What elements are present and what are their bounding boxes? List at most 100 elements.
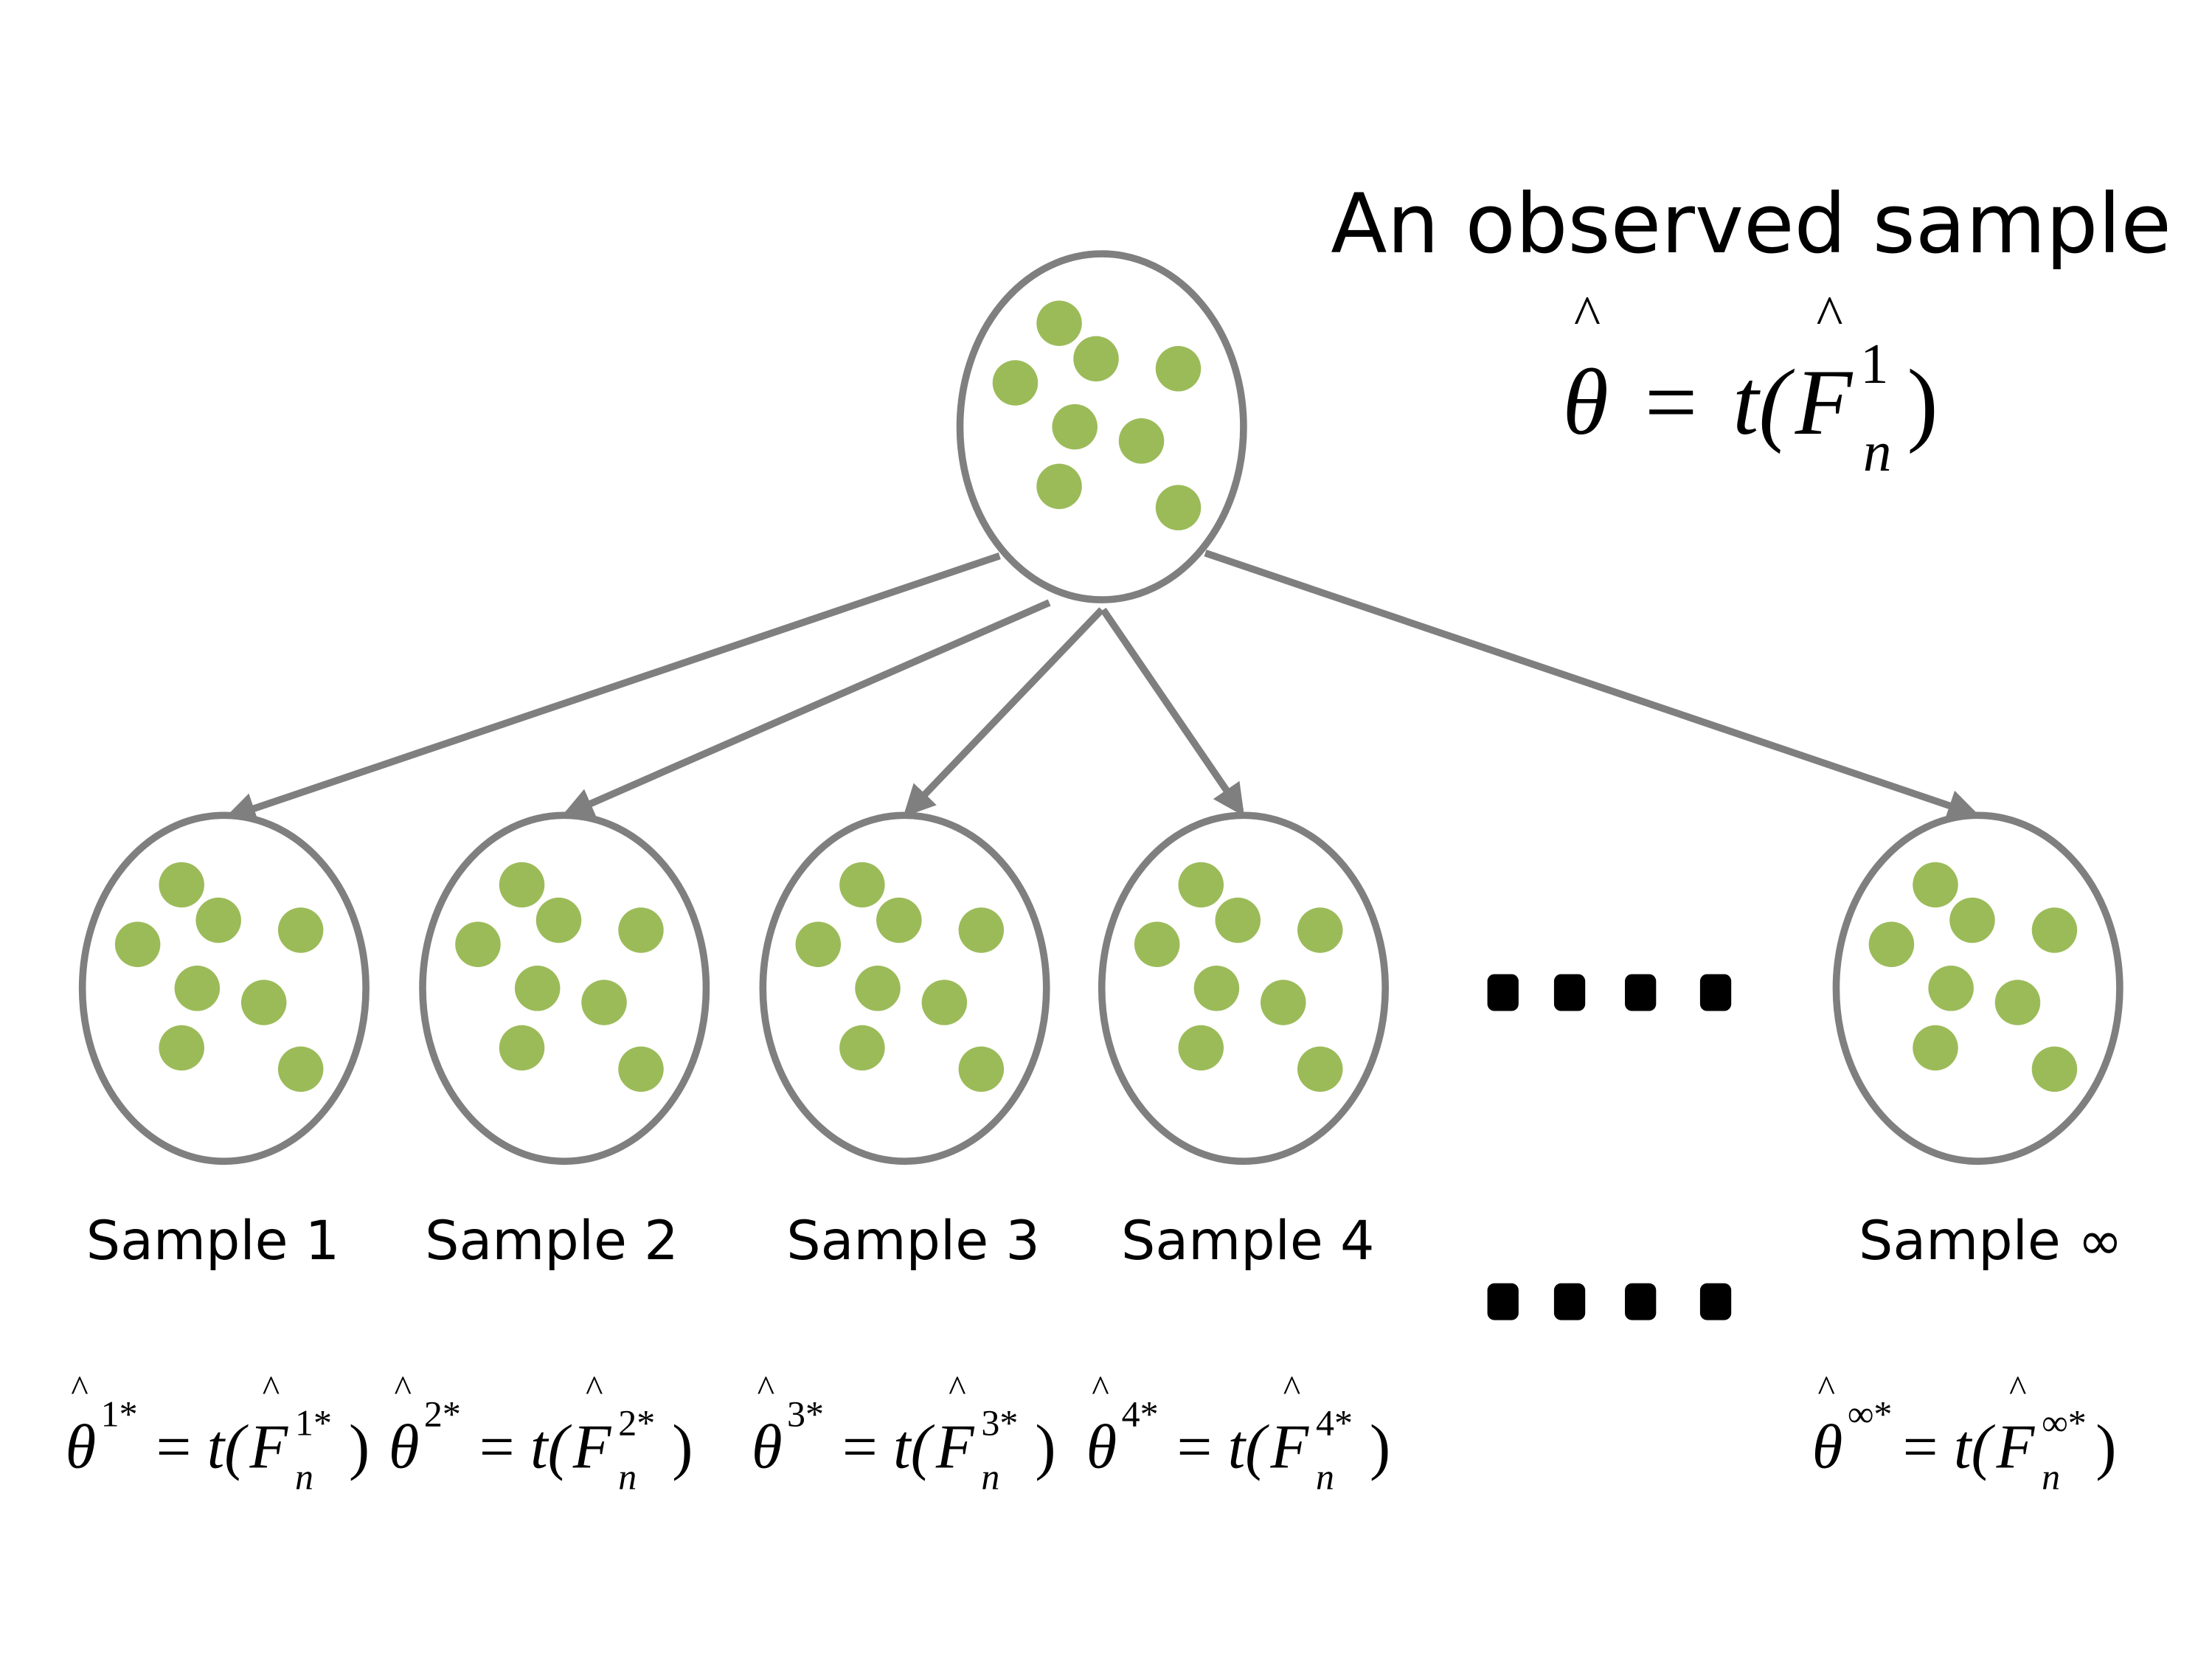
F-symbol: F [572, 1413, 612, 1482]
equals-symbol: = [1177, 1413, 1213, 1482]
ellipse-outline [419, 811, 710, 1166]
data-point [1949, 897, 1995, 943]
sample-label: Sample 3 [786, 1210, 1040, 1272]
ellipse-outline [956, 250, 1247, 603]
close-paren: ) [1907, 351, 1938, 454]
function-t: t( [1954, 1413, 1995, 1482]
ellipsis-dots [1487, 974, 1732, 1320]
superscript: 3* [787, 1393, 824, 1435]
data-point [195, 897, 241, 943]
bootstrap-formula: θ^4*=t(F^4*n) [1086, 1368, 1391, 1497]
data-point [1215, 897, 1261, 943]
superscript: 4* [1316, 1402, 1353, 1443]
data-point [1928, 966, 1974, 1011]
data-point [855, 966, 901, 1011]
data-point [839, 1025, 885, 1071]
bootstrap-formula: θ^3*=t(F^3*n) [752, 1368, 1056, 1497]
data-point [1868, 921, 1915, 967]
theta-symbol: θ [1086, 1413, 1117, 1482]
theta-symbol: θ [1812, 1413, 1843, 1482]
data-point [1036, 300, 1082, 347]
ellipsis-dot [1625, 1283, 1657, 1320]
data-point [1155, 346, 1202, 392]
ellipsis-dot [1699, 1283, 1732, 1320]
arrows [223, 550, 1980, 824]
data-point [535, 897, 582, 943]
ellipsis-dot [1699, 974, 1732, 1011]
data-point [1193, 966, 1240, 1011]
data-point [277, 1046, 324, 1092]
ellipsis-dot [1487, 1283, 1519, 1320]
data-point [581, 980, 627, 1025]
hat-symbol: ^ [757, 1368, 774, 1409]
data-point [839, 862, 885, 908]
bootstrap-formulas: θ^1*=t(F^1*n)θ^2*=t(F^2*n)θ^3*=t(F^3*n)θ… [66, 1368, 2117, 1497]
superscript: 3* [981, 1402, 1018, 1443]
F-symbol: F [1269, 1413, 1309, 1482]
bootstrap-formula: θ^2*=t(F^2*n) [389, 1368, 693, 1497]
data-point [1261, 980, 1306, 1025]
data-point [159, 862, 204, 908]
hat-symbol: ^ [586, 1368, 603, 1409]
ellipse-outline [1098, 811, 1389, 1166]
function-t: t( [1733, 351, 1795, 454]
ellipse-outline [759, 811, 1050, 1166]
hat-symbol: ^ [1574, 284, 1601, 347]
F-symbol: F [1795, 351, 1854, 454]
subscript: n [2042, 1455, 2060, 1497]
bootstrap-formula: θ^1*=t(F^1*n) [66, 1368, 370, 1497]
data-point [159, 1025, 204, 1071]
data-point [1994, 980, 2041, 1025]
bootstrap-formula: θ^∞*=t(F^∞*n) [1812, 1368, 2117, 1497]
close-paren: ) [2095, 1413, 2116, 1482]
sample-ellipse-3 [759, 811, 1050, 1166]
data-point [1052, 404, 1098, 450]
ellipsis-dot [1625, 974, 1657, 1011]
F-symbol: F [935, 1413, 975, 1482]
equals-symbol: = [1645, 351, 1698, 454]
ellipsis-dot [1553, 974, 1586, 1011]
observed-formula: θ ^ = t( F ^ 1 n ) [1562, 284, 1938, 484]
data-point [921, 980, 968, 1025]
data-point [499, 862, 545, 908]
close-paren: ) [349, 1413, 370, 1482]
hat-symbol: ^ [1817, 1368, 1834, 1409]
arrow [1100, 607, 1244, 817]
subscript: n [1863, 420, 1891, 483]
subscript: n [295, 1455, 313, 1497]
ellipse-outline [1832, 811, 2123, 1166]
equals-symbol: = [479, 1413, 515, 1482]
arrow [223, 552, 1001, 824]
sample-label: Sample 4 [1121, 1210, 1375, 1272]
F-symbol: F [249, 1413, 288, 1482]
sample-ellipse-5 [1832, 811, 2123, 1166]
equals-symbol: = [1903, 1413, 1938, 1482]
data-point [876, 897, 922, 943]
ellipsis-dot [1487, 974, 1519, 1011]
data-point [1155, 485, 1202, 530]
data-point [499, 1025, 545, 1071]
data-point [1297, 1046, 1343, 1092]
sample-ellipses [78, 250, 2123, 1166]
data-point [277, 907, 324, 953]
subscript: n [981, 1455, 999, 1497]
observed-sample-ellipse [956, 250, 1247, 603]
function-t: t( [530, 1413, 572, 1482]
sample-ellipse-4 [1098, 811, 1389, 1166]
hat-symbol: ^ [1817, 284, 1843, 347]
superscript: ∞* [1848, 1393, 1893, 1435]
equals-symbol: = [156, 1413, 192, 1482]
function-t: t( [1228, 1413, 1269, 1482]
hat-symbol: ^ [395, 1368, 412, 1409]
data-point [618, 1046, 664, 1092]
data-point [1913, 1025, 1958, 1071]
function-t: t( [207, 1413, 249, 1482]
superscript: 4* [1122, 1393, 1159, 1435]
hat-symbol: ^ [949, 1368, 965, 1409]
data-point [1118, 418, 1165, 464]
sample-label: Sample ∞ [1859, 1210, 2123, 1272]
superscript: 2* [618, 1402, 655, 1443]
data-point [1178, 862, 1224, 908]
